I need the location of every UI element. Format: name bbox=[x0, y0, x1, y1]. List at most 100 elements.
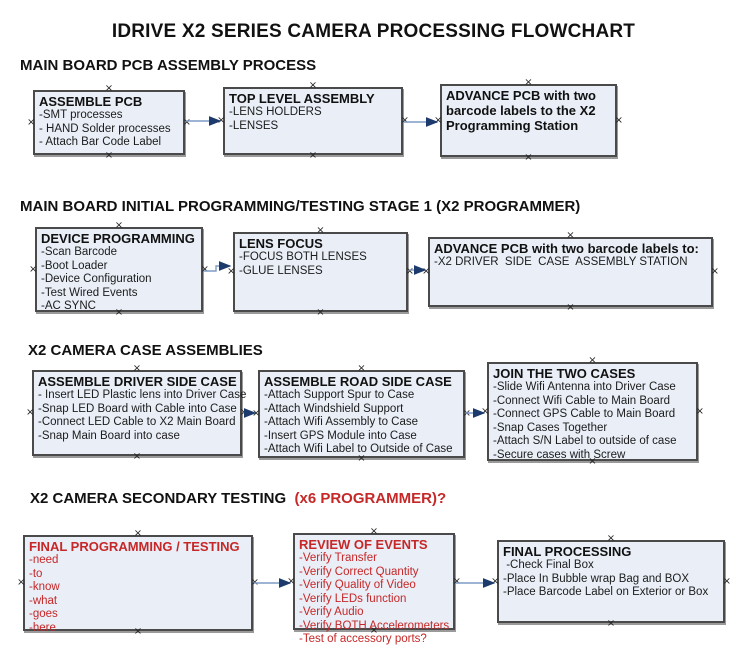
node-item: -Test of accessory ports? bbox=[299, 633, 427, 645]
connector-handle-icon: × bbox=[250, 577, 259, 588]
connector-handle-icon: × bbox=[400, 115, 409, 126]
node-item: -Connect Wifi Cable to Main Board bbox=[493, 394, 671, 407]
connector-handle-icon: × bbox=[132, 451, 142, 462]
node-item: -Verify LEDs function bbox=[299, 592, 407, 605]
node-item: -Verify Quality of Video bbox=[299, 579, 416, 591]
node-review-of-events: REVIEW OF EVENTS -Verify Transfer-Verify… bbox=[287, 527, 461, 646]
connector-handle-icon: × bbox=[252, 408, 261, 419]
node-item: - HAND Solder processes bbox=[39, 122, 171, 135]
node-title: LENS FOCUS bbox=[239, 236, 323, 251]
node-item: -Boot Loader bbox=[41, 259, 108, 272]
node-item: - Attach Bar Code Label bbox=[39, 136, 162, 148]
connector-handle-icon: × bbox=[114, 220, 124, 231]
connector-handle-icon: × bbox=[239, 407, 248, 418]
node-item-list: -Attach Support Spur to Case-Attach Wind… bbox=[264, 389, 459, 457]
node-item: -what bbox=[29, 594, 58, 607]
connector-handle-icon: × bbox=[308, 80, 318, 91]
node-title: DEVICE PROGRAMMING bbox=[41, 231, 195, 246]
connector-handle-icon: × bbox=[481, 405, 490, 417]
node-item: -Snap Main Board into case bbox=[38, 429, 180, 442]
node-item: -FOCUS BOTH LENSES bbox=[239, 251, 367, 263]
node-item: -to bbox=[29, 567, 43, 580]
connector-handle-icon: × bbox=[369, 526, 379, 537]
connector-handle-icon: × bbox=[434, 114, 443, 126]
node-item: -Verify BOTH Accelerometers bbox=[299, 619, 450, 632]
node-item: -SMT processes bbox=[39, 109, 123, 121]
connector-handle-icon: × bbox=[26, 407, 35, 418]
connector-handle-icon: × bbox=[606, 533, 616, 544]
node-title: REVIEW OF EVENTS bbox=[299, 537, 428, 552]
connector-handle-icon: × bbox=[710, 266, 719, 277]
node-item: -X2 DRIVER SIDE CASE ASSEMBLY STATION bbox=[434, 256, 688, 268]
node-item: -need bbox=[29, 554, 59, 566]
node-item-list: -Verify Transfer-Verify Correct Quantity… bbox=[299, 552, 449, 647]
connector-handle-icon: × bbox=[308, 150, 318, 161]
node-item: -AC SYNC bbox=[41, 300, 96, 312]
connector-handle-icon: × bbox=[524, 152, 533, 163]
connector-handle-icon: × bbox=[588, 355, 597, 366]
node-join-the-two-cases: JOIN THE TWO CASES -Slide Wifi Antenna i… bbox=[481, 356, 704, 467]
node-item-list: - Insert LED Plastic lens into Driver Ca… bbox=[38, 389, 247, 443]
node-item: -Place Barcode Label on Exterior or Box bbox=[503, 586, 709, 598]
node-item-list: -Check Final Box-Place In Bubble wrap Ba… bbox=[503, 559, 719, 600]
node-item-list: -Slide Wifi Antenna into Driver Case-Con… bbox=[493, 381, 692, 462]
node-item-list: -SMT processes- HAND Solder processes- A… bbox=[39, 109, 179, 150]
node-item-list: -need-to-know-what-goes-here bbox=[29, 554, 247, 635]
node-item-list: -X2 DRIVER SIDE CASE ASSEMBLY STATION bbox=[434, 256, 707, 270]
node-item: -Test Wired Events bbox=[41, 286, 138, 299]
connector-handle-icon: × bbox=[405, 266, 414, 277]
node-item: -Snap Cases Together bbox=[493, 421, 608, 434]
section-header-secondary-testing-red: (x6 PROGRAMMER)? bbox=[294, 490, 447, 507]
connector-handle-icon: × bbox=[462, 408, 471, 419]
node-item: -Verify Correct Quantity bbox=[299, 565, 419, 578]
node-item: -Attach Wifi Label to Outside of Case bbox=[264, 443, 453, 455]
node-item: -Snap LED Board with Cable into Case bbox=[38, 402, 237, 415]
node-item: -Insert GPS Module into Case bbox=[264, 429, 417, 442]
node-item: - Insert LED Plastic lens into Driver Ca… bbox=[38, 389, 247, 401]
node-item: -Attach Wifi Assembly to Case bbox=[264, 416, 419, 428]
node-item: -LENS HOLDERS bbox=[229, 106, 322, 118]
node-item: -Verify Audio bbox=[299, 606, 364, 618]
node-item: -Check Final Box bbox=[503, 559, 594, 571]
page-title: IDRIVE X2 SERIES CAMERA PROCESSING FLOWC… bbox=[111, 21, 636, 42]
node-assemble-driver-side-case: ASSEMBLE DRIVER SIDE CASE - Insert LED P… bbox=[26, 364, 248, 462]
node-item: -Secure cases with Screw bbox=[493, 448, 626, 461]
section-header-case-assemblies: X2 CAMERA CASE ASSEMBLIES bbox=[28, 342, 263, 359]
connector-handle-icon: × bbox=[200, 263, 209, 275]
connector-handle-icon: × bbox=[695, 405, 704, 417]
node-item: -goes bbox=[29, 608, 58, 620]
section-header-pcb-assembly: MAIN BOARD PCB ASSEMBLY PROCESS bbox=[20, 57, 317, 74]
arrow-device-programming-to-lens-focus bbox=[204, 261, 232, 272]
node-item: -Attach Support Spur to Case bbox=[264, 389, 415, 401]
connector-handle-icon: × bbox=[104, 150, 114, 161]
node-item: -Place In Bubble wrap Bag and BOX bbox=[503, 572, 690, 585]
node-title: TOP LEVEL ASSEMBLY bbox=[229, 91, 375, 106]
connector-handle-icon: × bbox=[217, 115, 226, 126]
node-item: -Scan Barcode bbox=[41, 246, 118, 258]
connector-handle-icon: × bbox=[566, 302, 575, 313]
connector-handle-icon: × bbox=[29, 263, 38, 275]
node-item: -GLUE LENSES bbox=[239, 264, 323, 277]
connector-handle-icon: × bbox=[614, 114, 623, 126]
node-item: -Connect GPS Cable to Main Board bbox=[493, 408, 676, 420]
node-title: FINAL PROGRAMMING / TESTING bbox=[29, 539, 240, 554]
node-item: -know bbox=[29, 581, 60, 593]
connector-handle-icon: × bbox=[182, 116, 191, 128]
node-title: ADVANCE PCB with two barcode labels to: bbox=[434, 241, 699, 256]
node-item: -here bbox=[29, 621, 56, 634]
connector-handle-icon: × bbox=[422, 266, 431, 277]
node-item: -Attach S/N Label to outside of case bbox=[493, 435, 677, 447]
node-top-level-assembly: TOP LEVEL ASSEMBLY -LENS HOLDERS-LENSES … bbox=[217, 81, 409, 161]
connector-handle-icon: × bbox=[491, 575, 500, 587]
node-item: -Attach Windshield Support bbox=[264, 402, 404, 415]
connector-handle-icon: × bbox=[287, 575, 296, 587]
connector-handle-icon: × bbox=[566, 230, 575, 241]
node-item-list: -FOCUS BOTH LENSES-GLUE LENSES bbox=[239, 251, 402, 278]
node-item: -Slide Wifi Antenna into Driver Case bbox=[493, 381, 676, 393]
node-title: ASSEMBLE ROAD SIDE CASE bbox=[264, 374, 452, 389]
node-item: -LENSES bbox=[229, 119, 279, 132]
connector-handle-icon: × bbox=[316, 307, 325, 318]
section-header-secondary-testing-black: X2 CAMERA SECONDARY TESTING bbox=[30, 490, 295, 507]
node-title: FINAL PROCESSING bbox=[503, 544, 632, 559]
connector-handle-icon: × bbox=[357, 363, 366, 374]
